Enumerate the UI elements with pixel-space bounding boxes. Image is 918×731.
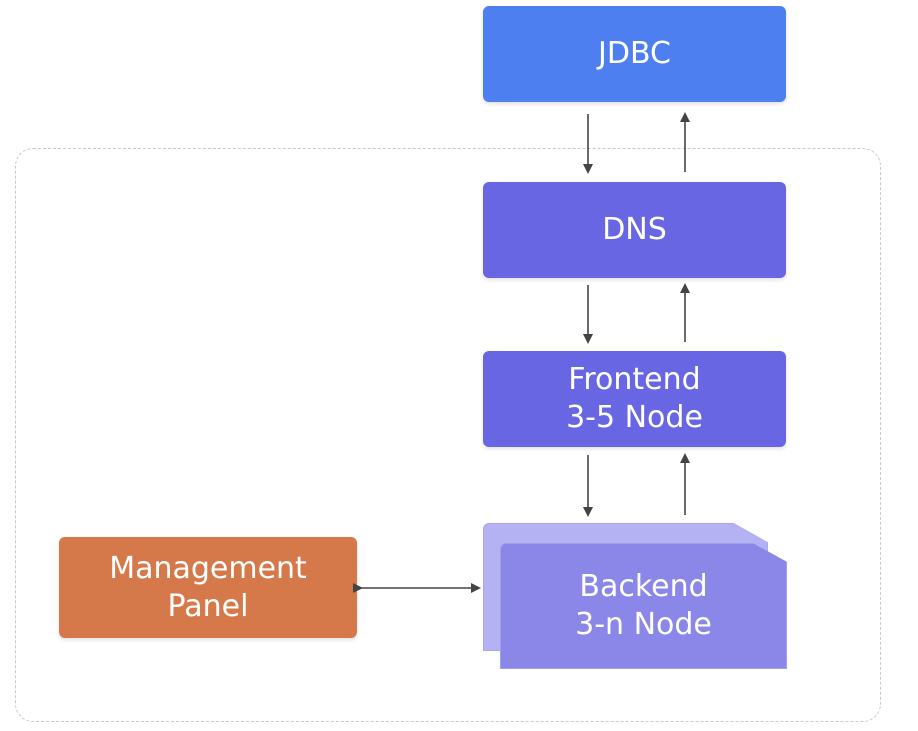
backend-label-line1: Backend [579,569,708,604]
dns-label: DNS [602,212,667,247]
frontend-label-line2: 3-5 Node [566,400,703,435]
jdbc-label: JDBC [598,36,671,71]
backend-label-line2: 3-n Node [575,607,712,642]
management-label-line1: Management [109,550,307,586]
backend-node: Backend 3-n Node [500,543,787,669]
frontend-node: Frontend 3-5 Node [483,351,786,447]
frontend-label-line1: Frontend [568,362,701,397]
cluster-boundary [15,148,881,722]
management-panel-node: Management Panel [59,537,357,638]
dns-node: DNS [483,182,786,278]
management-label-line2: Panel [167,588,249,624]
jdbc-node: JDBC [483,6,786,102]
